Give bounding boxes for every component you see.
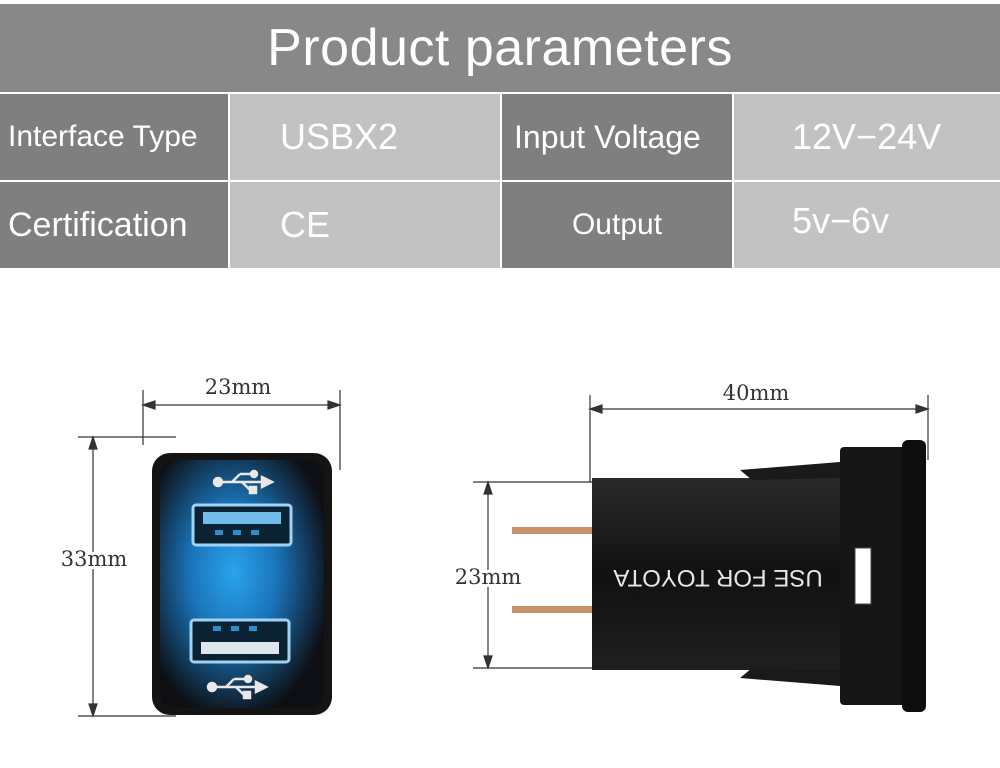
usb-port-bottom — [189, 618, 291, 664]
usb-logo-icon — [212, 469, 275, 495]
usb-socket-front — [152, 453, 332, 715]
side-height-dimension — [473, 480, 592, 670]
side-length-label: 40mm — [723, 381, 790, 405]
front-width-dimension — [141, 390, 342, 470]
parameters-row: Certification CE Output 5v−6v — [0, 180, 1000, 268]
interface-type-label: Interface Type — [0, 94, 230, 180]
parameters-table: Interface Type USBX2 Input Voltage 12V−2… — [0, 92, 1000, 268]
use-for-toyota-text: USE FOR TOYOTA — [613, 564, 822, 591]
input-voltage-label: Input Voltage — [502, 94, 734, 180]
front-height-dimension — [78, 435, 176, 718]
interface-type-value: USBX2 — [230, 94, 502, 180]
side-length-dimension — [588, 395, 930, 482]
input-voltage-value: 12V−24V — [734, 94, 1000, 180]
output-value: 5v−6v — [734, 182, 1000, 268]
usb-logo-icon — [206, 674, 269, 700]
side-height-label: 23mm — [455, 565, 522, 589]
dimension-diagram: 23mm 33mm — [58, 375, 930, 718]
output-label: Output — [502, 182, 734, 268]
page-title: Product parameters — [0, 4, 1000, 92]
parameters-row: Interface Type USBX2 Input Voltage 12V−2… — [0, 92, 1000, 180]
front-width-label: 23mm — [205, 375, 272, 399]
usb-socket-side: USE FOR TOYOTA — [512, 440, 926, 712]
usb-port-top — [191, 503, 293, 547]
certification-value: CE — [230, 182, 502, 268]
front-height-label: 33mm — [61, 547, 128, 571]
certification-label: Certification — [0, 182, 230, 268]
